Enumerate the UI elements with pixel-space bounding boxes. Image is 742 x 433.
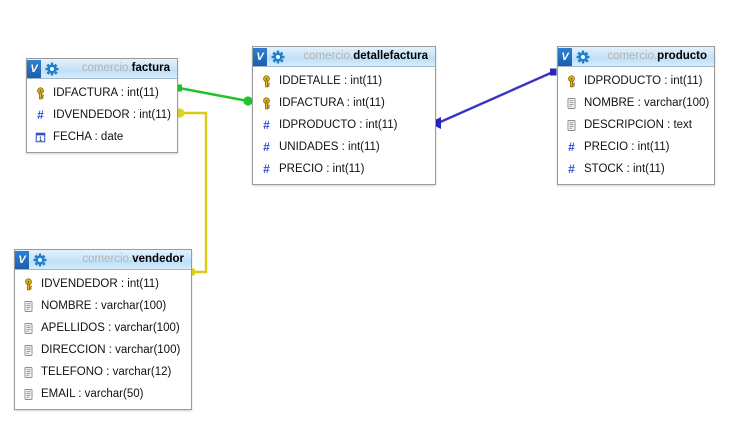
entity-column[interactable]: # PRECIO : int(11)	[558, 136, 714, 158]
number-icon: #	[263, 139, 270, 154]
entity-title-vendedor: comercio.vendedor	[47, 250, 186, 269]
entity-columns-vendedor: IDVENDEDOR : int(11) NOMBRE : varchar(100…	[15, 270, 191, 409]
entity-column[interactable]: IDFACTURA : int(11)	[253, 92, 435, 114]
entity-column[interactable]: IDFACTURA : int(11)	[27, 82, 177, 104]
entity-column-label: IDVENDEDOR : int(11)	[41, 277, 160, 290]
entity-column[interactable]: APELLIDOS : varchar(100)	[15, 317, 191, 339]
primary-key-icon	[37, 86, 44, 99]
entity-schema-label: comercio.	[81, 62, 132, 74]
entity-column-label: FECHA : date	[53, 130, 124, 143]
number-icon: #	[37, 107, 44, 122]
gear-icon	[576, 50, 590, 63]
entity-column-label: UNIDADES : int(11)	[279, 140, 380, 153]
entity-column-label: DIRECCION : varchar(100)	[41, 343, 181, 356]
entity-column-label: APELLIDOS : varchar(100)	[41, 321, 180, 334]
text-icon	[567, 119, 576, 131]
relation-endpoint-producto	[550, 68, 557, 76]
gear-icon	[271, 50, 285, 63]
entity-column[interactable]: NOMBRE : varchar(100)	[15, 295, 191, 317]
primary-key-icon	[25, 277, 32, 290]
number-icon: #	[568, 139, 575, 154]
svg-text:1: 1	[39, 135, 43, 142]
relation-factura-detallefactura[interactable]	[176, 84, 253, 106]
entity-name-label: vendedor	[132, 253, 184, 265]
number-icon: #	[263, 161, 270, 176]
text-icon	[24, 366, 33, 378]
entity-schema-label: comercio.	[82, 253, 133, 265]
relation-detallefactura-producto[interactable]	[429, 68, 557, 130]
entity-column[interactable]: TELEFONO : varchar(12)	[15, 361, 191, 383]
entity-column-label: IDPRODUCTO : int(11)	[584, 74, 703, 87]
entity-column-label: TELEFONO : varchar(12)	[41, 365, 172, 378]
relation-line-blue	[437, 70, 554, 125]
entity-column[interactable]: 1 FECHA : date	[27, 126, 177, 148]
entity-column[interactable]: DESCRIPCION : text	[558, 114, 714, 136]
view-badge-icon: V	[27, 59, 41, 78]
entity-column-label: NOMBRE : varchar(100)	[41, 299, 167, 312]
entity-column[interactable]: IDVENDEDOR : int(11)	[15, 273, 191, 295]
entity-column-label: DESCRIPCION : text	[584, 118, 692, 131]
entity-column[interactable]: NOMBRE : varchar(100)	[558, 92, 714, 114]
entity-name-label: factura	[131, 62, 170, 74]
text-icon	[24, 300, 33, 312]
entity-column-label: IDFACTURA : int(11)	[53, 86, 159, 99]
text-icon	[567, 97, 576, 109]
entity-column-label: IDPRODUCTO : int(11)	[279, 118, 398, 131]
entity-column[interactable]: # PRECIO : int(11)	[253, 158, 435, 180]
gear-icon	[45, 62, 59, 75]
entity-title-factura: comercio.factura	[59, 59, 172, 78]
text-icon	[24, 344, 33, 356]
number-icon: #	[263, 117, 270, 132]
entity-schema-label: comercio.	[607, 50, 658, 62]
entity-column[interactable]: IDDETALLE : int(11)	[253, 70, 435, 92]
entity-columns-producto: IDPRODUCTO : int(11) NOMBRE : varchar(100…	[558, 67, 714, 184]
entity-column[interactable]: # IDPRODUCTO : int(11)	[253, 114, 435, 136]
entity-column-label: IDFACTURA : int(11)	[279, 96, 385, 109]
primary-key-icon	[568, 74, 575, 87]
relation-line-green	[178, 86, 249, 103]
view-badge-icon: V	[558, 47, 572, 66]
gear-icon	[33, 253, 47, 266]
entity-column[interactable]: IDPRODUCTO : int(11)	[558, 70, 714, 92]
entity-column-label: STOCK : int(11)	[584, 162, 665, 175]
date-icon: 1	[35, 132, 46, 142]
primary-key-icon	[263, 74, 270, 87]
number-icon: #	[568, 161, 575, 176]
entity-name-label: detallefactura	[353, 50, 428, 62]
text-icon	[24, 322, 33, 334]
entity-name-label: producto	[657, 50, 707, 62]
entity-column-label: NOMBRE : varchar(100)	[584, 96, 710, 109]
text-icon	[24, 388, 33, 400]
view-badge-icon: V	[15, 250, 29, 269]
entity-columns-factura: IDFACTURA : int(11) # IDVENDEDOR : int(11)…	[27, 79, 177, 152]
entity-title-producto: comercio.producto	[590, 47, 709, 66]
entity-column[interactable]: # IDVENDEDOR : int(11)	[27, 104, 177, 126]
entity-title-detallefactura: comercio.detallefactura	[285, 47, 430, 66]
entity-column-label: PRECIO : int(11)	[584, 140, 670, 153]
entity-column-label: IDDETALLE : int(11)	[279, 74, 383, 87]
entity-column[interactable]: EMAIL : varchar(50)	[15, 383, 191, 405]
entity-column-label: IDVENDEDOR : int(11)	[53, 108, 172, 121]
primary-key-icon	[263, 96, 270, 109]
entity-column[interactable]: # STOCK : int(11)	[558, 158, 714, 180]
view-badge-icon: V	[253, 47, 267, 66]
entity-columns-detallefactura: IDDETALLE : int(11) IDFACTURA : int(11) # I…	[253, 67, 435, 184]
entity-column-label: EMAIL : varchar(50)	[41, 387, 144, 400]
entity-column[interactable]: # UNIDADES : int(11)	[253, 136, 435, 158]
entity-column[interactable]: DIRECCION : varchar(100)	[15, 339, 191, 361]
entity-column-label: PRECIO : int(11)	[279, 162, 365, 175]
entity-schema-label: comercio.	[303, 50, 354, 62]
